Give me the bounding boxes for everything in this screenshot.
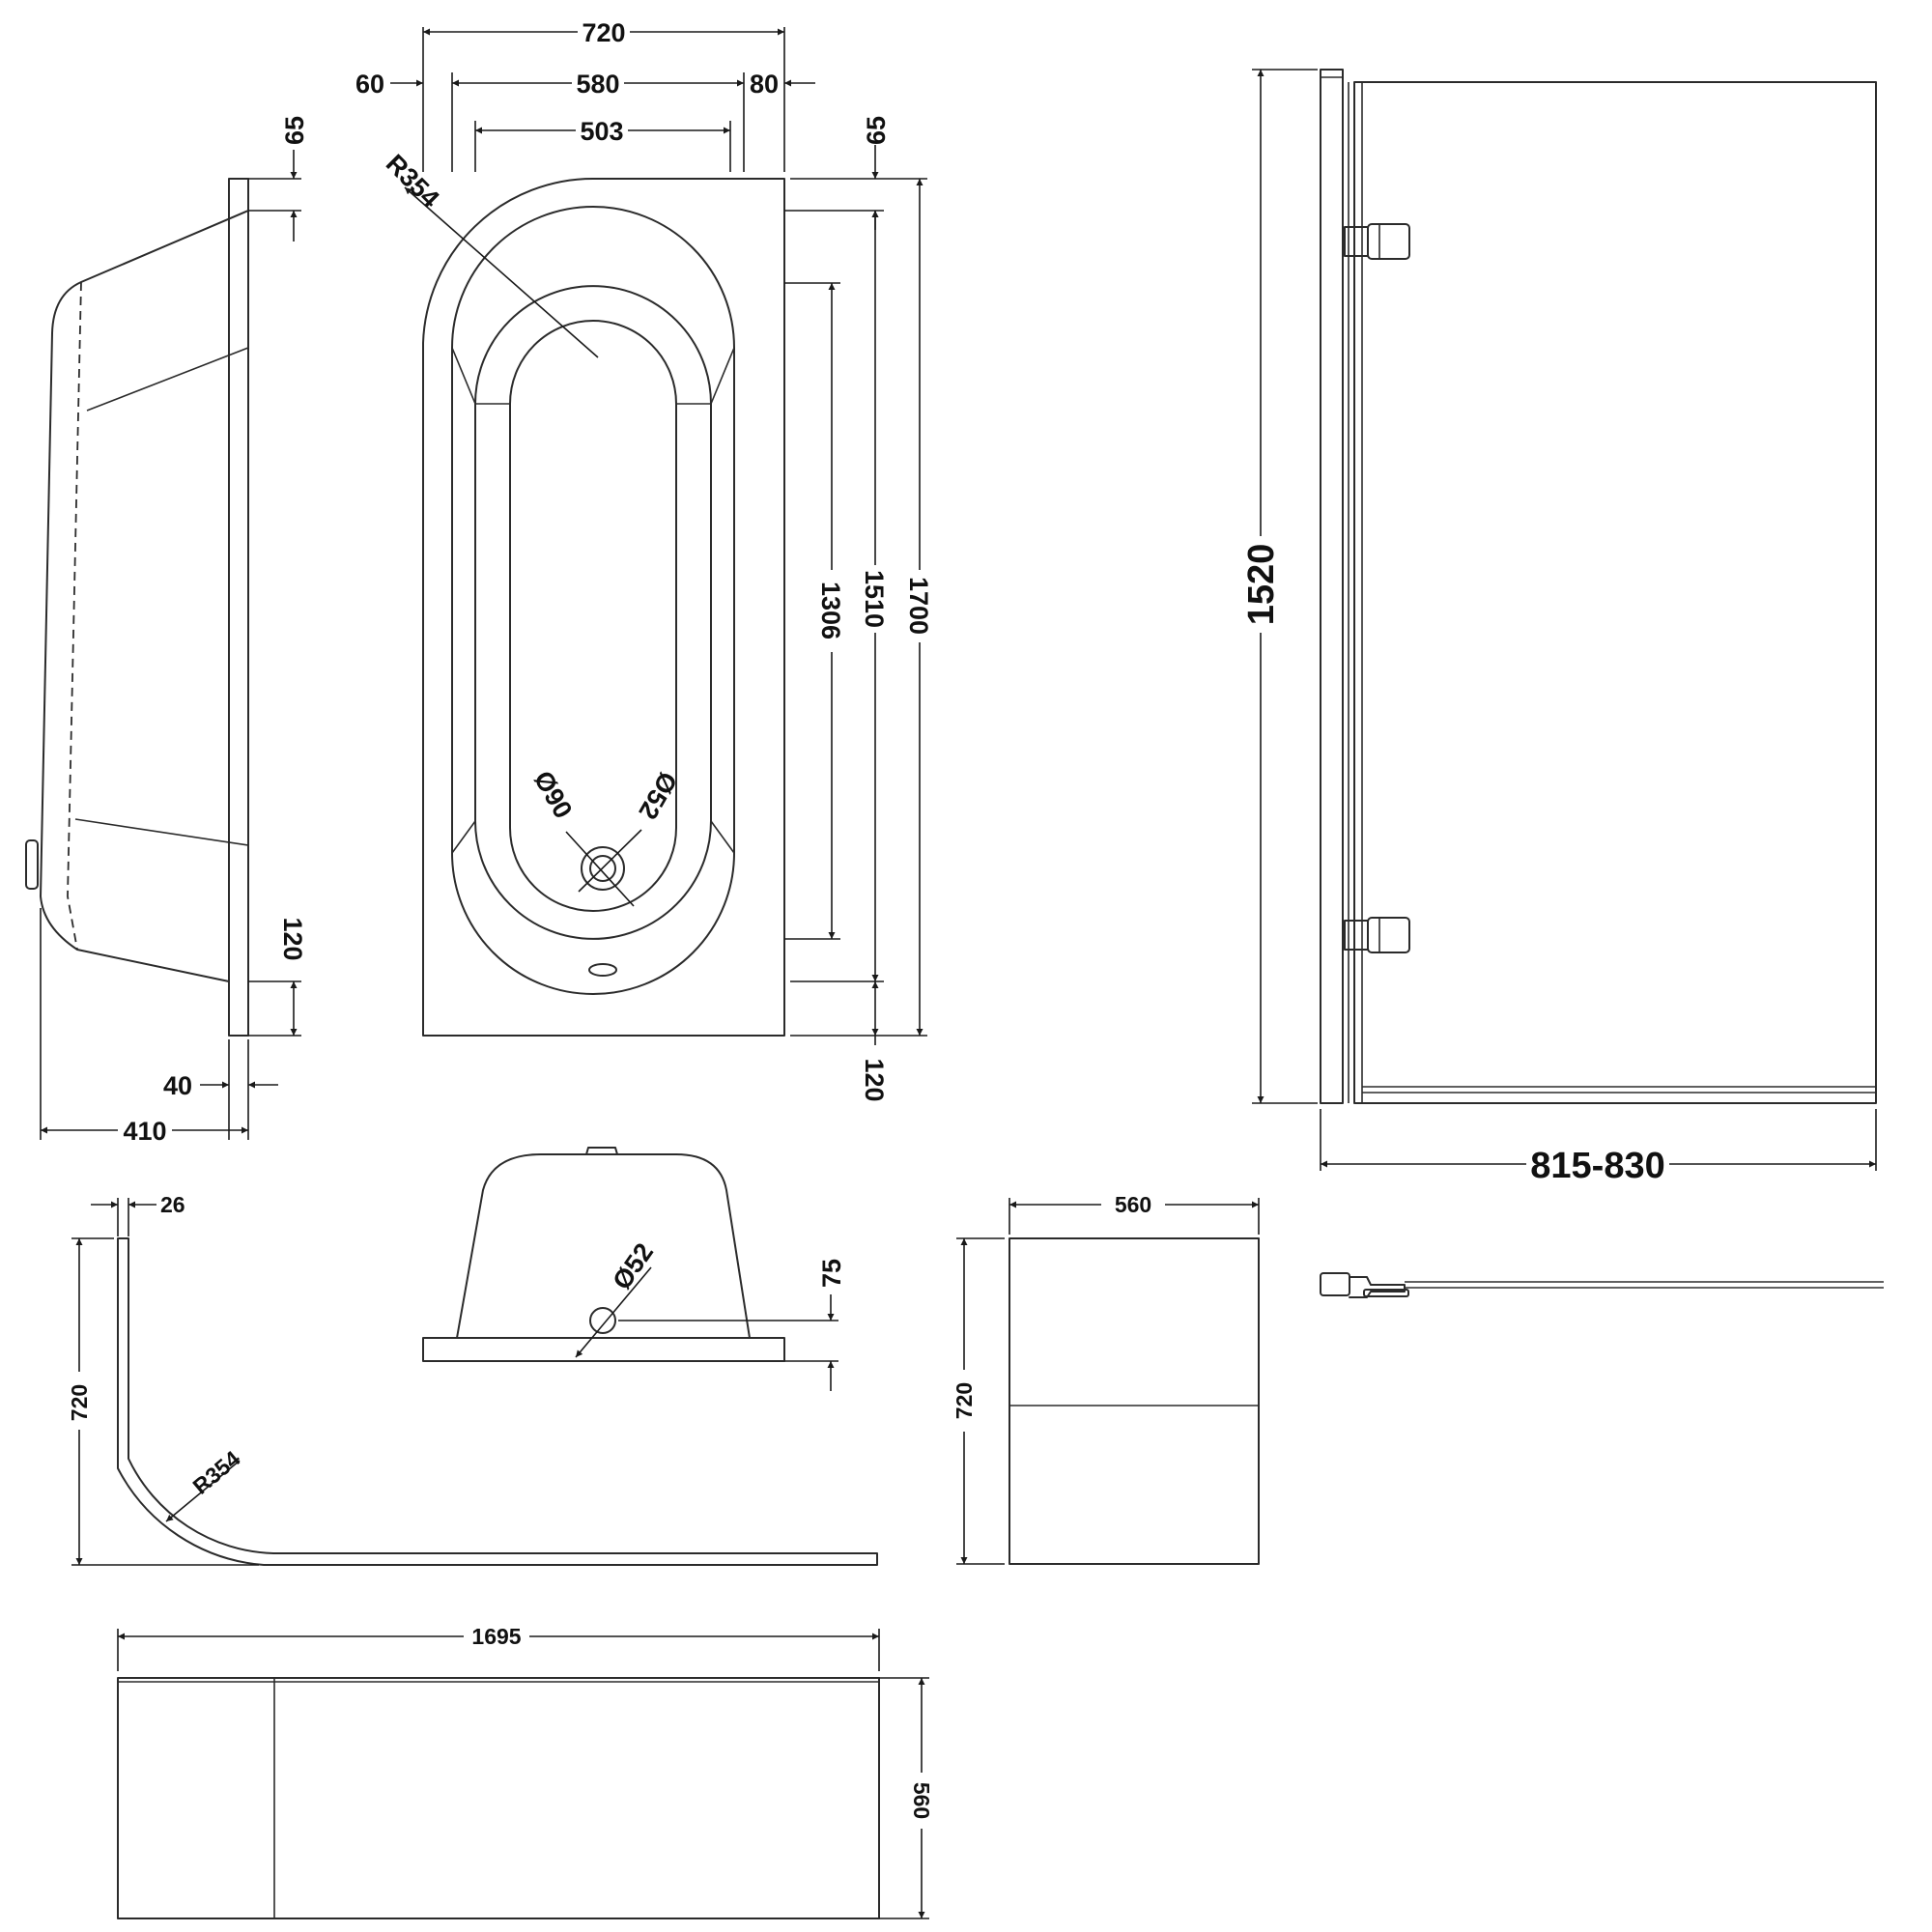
side-tub-body (40, 210, 249, 982)
leader-line (565, 831, 635, 907)
chamfer-line (710, 347, 735, 405)
deck-flange (228, 178, 249, 1037)
screen-height-label: 1520 (1241, 544, 1282, 626)
plan-width-label: 720 (582, 18, 625, 47)
end-panel (1009, 1237, 1260, 1565)
plan-bath-length-label: 1510 (860, 570, 889, 628)
leader-line (575, 1266, 652, 1358)
plan-overall-length-label: 1700 (904, 577, 933, 635)
plan-view: Ø90 Ø52 R354 720 60 580 80 503 (355, 18, 933, 1102)
side-waste-fitting (25, 839, 39, 890)
screen-width-label: 815-830 (1530, 1146, 1664, 1186)
side-top-lip-label: 65 (280, 116, 309, 145)
waste-inner (589, 855, 616, 882)
front-panel-view: 1695 560 (117, 1624, 934, 1919)
front-panel (117, 1677, 880, 1919)
plan-radius-label: R354 (381, 149, 445, 213)
end-waste-height-label: 75 (817, 1259, 846, 1288)
wall-profile-section (1320, 1272, 1350, 1296)
side-panel-line (74, 818, 249, 846)
end-waste (589, 1307, 616, 1334)
leader-line (578, 829, 642, 893)
side-depth-label: 410 (123, 1117, 166, 1146)
top-hinge (1344, 223, 1410, 260)
hinge-section (1363, 1289, 1409, 1297)
end-view: Ø52 75 (422, 1147, 846, 1391)
end-waste-label: Ø52 (607, 1237, 659, 1294)
plan-top-rim-label: 65 (862, 116, 891, 145)
bath-screen-view: 1520 815-830 (1241, 69, 1884, 1298)
side-view: 65 120 40 410 (25, 116, 309, 1146)
chamfer-line (710, 820, 735, 854)
glass-panel (1353, 81, 1877, 1104)
end-tub-body (456, 1153, 751, 1339)
plan-right-rim-label: 80 (750, 70, 779, 99)
plan-bottom-rim-label: 120 (860, 1058, 889, 1101)
chamfer-line (451, 347, 476, 405)
screen-plan-section (1320, 1272, 1884, 1298)
profile-radius-label: R354 (188, 1445, 245, 1498)
hidden-line (67, 281, 82, 951)
profile-thickness-label: 26 (160, 1192, 185, 1217)
plan-inner-width-label: 580 (576, 70, 619, 99)
side-panel-line (86, 347, 249, 412)
plan-base-width-label: 503 (580, 117, 623, 146)
front-panel-length-label: 1695 (471, 1624, 521, 1649)
bottom-hinge (1344, 917, 1410, 953)
panel-profile (117, 1237, 878, 1566)
side-foot-label: 40 (163, 1071, 192, 1100)
radius-leader (404, 186, 599, 358)
radius-leader (165, 1460, 241, 1522)
plan-inner-length-label: 1306 (816, 582, 845, 639)
end-panel-view: 560 720 (952, 1192, 1260, 1565)
waste-outer-label: Ø90 (528, 766, 579, 823)
profile-height-label: 720 (67, 1384, 92, 1421)
plan-left-rim-label: 60 (355, 70, 384, 99)
end-deck (422, 1337, 785, 1362)
wall-profile (1320, 69, 1344, 1104)
bath-basin (509, 320, 677, 912)
hinge-section (1349, 1276, 1406, 1298)
waste-outer (581, 846, 625, 891)
hinge-block (1367, 917, 1410, 953)
front-panel-height-label: 560 (909, 1782, 934, 1819)
overflow-outlet (588, 963, 617, 977)
chamfer-line (451, 820, 476, 854)
end-panel-height-label: 720 (952, 1382, 977, 1419)
end-panel-width-label: 560 (1115, 1192, 1151, 1217)
bath-deck-outline (422, 178, 785, 1037)
end-fitting (585, 1147, 618, 1155)
hinge-block (1367, 223, 1410, 260)
side-bottom-lip-label: 120 (278, 917, 307, 960)
